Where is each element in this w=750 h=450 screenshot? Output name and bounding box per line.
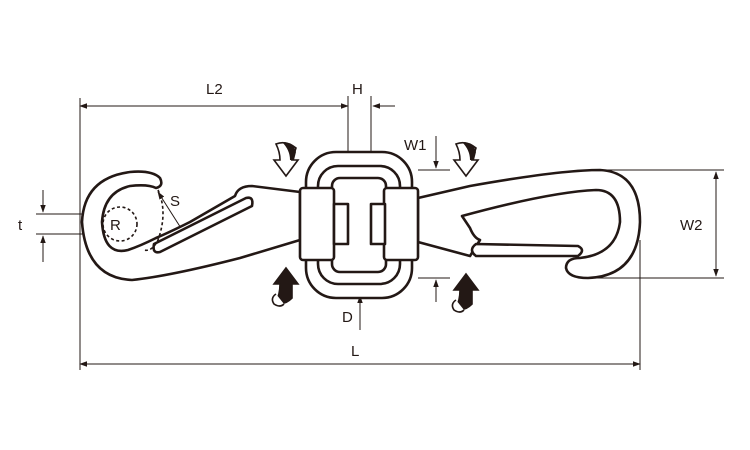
label-w2: W2 [680,217,703,234]
label-s: S [170,193,180,210]
label-r: R [110,217,121,234]
rotate-down-right-icon [452,141,480,178]
left-snap-hook [80,170,302,282]
label-d: D [342,309,353,326]
label-h: H [352,81,363,98]
label-l2: L2 [206,81,223,98]
label-t: t [18,217,23,234]
rotate-up-left-icon [271,266,300,307]
label-w1: W1 [404,137,427,154]
label-l: L [351,343,359,360]
swivel-body [298,150,420,300]
right-snap-hook [416,168,642,280]
rotate-down-left-icon [272,141,300,178]
radius-r-circle [102,206,138,242]
rotate-up-right-icon [451,272,480,313]
swivel-left-collar [298,186,336,262]
swivel-right-collar [382,186,420,262]
